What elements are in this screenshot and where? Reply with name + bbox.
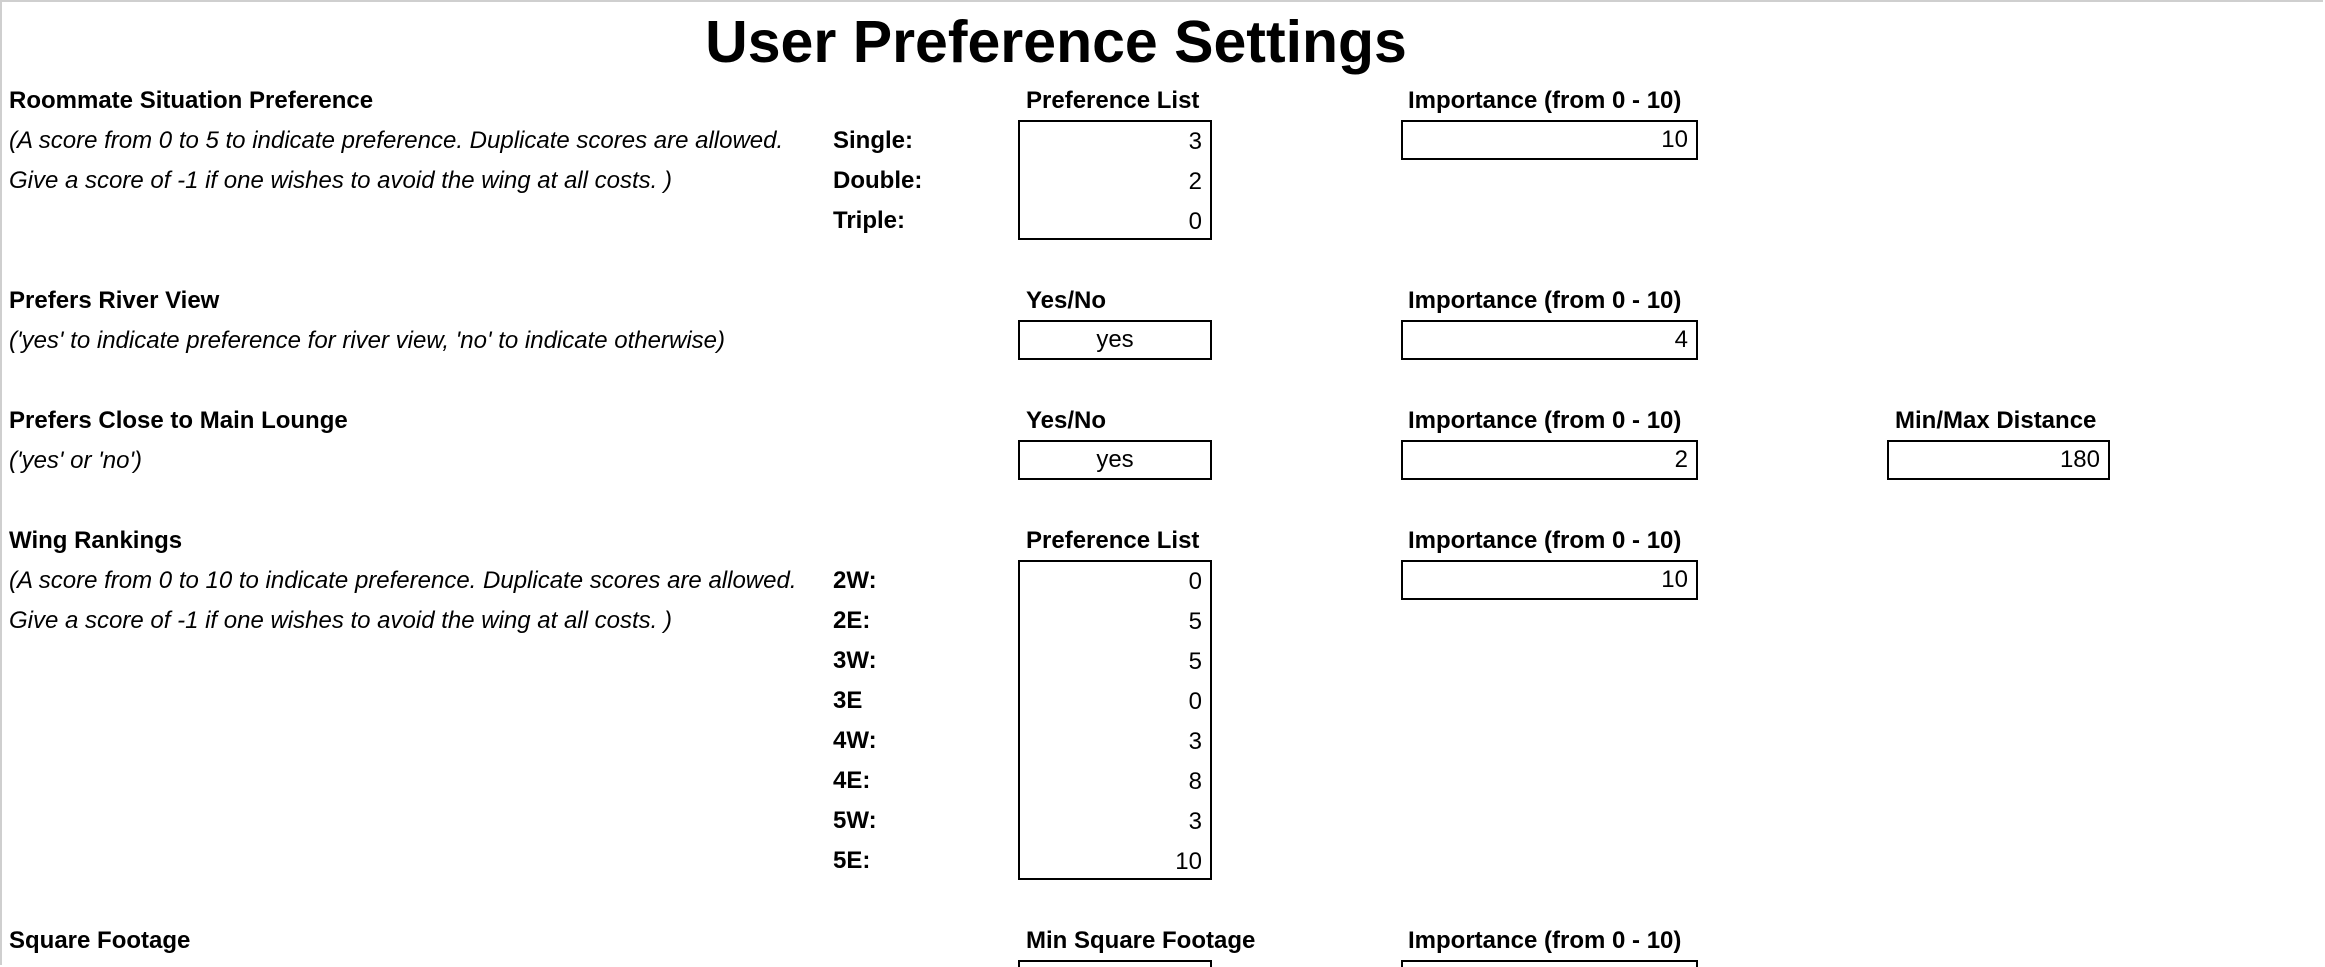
lounge-note: ('yes' or 'no') (9, 447, 143, 474)
lounge-importance-input[interactable]: 2 (1401, 440, 1698, 480)
river-view-note: ('yes' to indicate preference for river … (9, 327, 725, 354)
roommate-label-single: Single: (833, 127, 914, 154)
page-title: User Preference Settings (705, 9, 1407, 75)
roommate-note-line1: (A score from 0 to 5 to indicate prefere… (9, 127, 784, 154)
lounge-distance-input[interactable]: 180 (1887, 440, 2110, 480)
wing-2e-cell[interactable]: 5 (1188, 608, 1202, 635)
lounge-yesno-header: Yes/No (1026, 407, 1107, 434)
river-view-yesno-input[interactable]: yes (1018, 320, 1212, 360)
river-view-yesno-value: yes (1096, 326, 1134, 353)
lounge-yesno-input[interactable]: yes (1018, 440, 1212, 480)
lounge-importance-header: Importance (from 0 - 10) (1408, 407, 1682, 434)
wing-5w-cell[interactable]: 3 (1188, 808, 1202, 835)
roommate-importance-input[interactable]: 10 (1401, 120, 1698, 160)
wing-label-3e: 3E (833, 687, 863, 714)
roommate-label-triple: Triple: (833, 207, 906, 234)
wing-label-2e: 2E: (833, 607, 871, 634)
wing-importance-header: Importance (from 0 - 10) (1408, 527, 1682, 554)
wing-importance-value: 10 (1661, 566, 1688, 593)
wing-importance-input[interactable]: 10 (1401, 560, 1698, 600)
wing-list-header: Preference List (1026, 527, 1200, 554)
lounge-yesno-value: yes (1096, 446, 1134, 473)
square-footage-min-header: Min Square Footage (1026, 927, 1256, 954)
square-footage-section-title: Square Footage (9, 927, 191, 954)
wing-section-title: Wing Rankings (9, 527, 183, 554)
wing-label-4w: 4W: (833, 727, 877, 754)
roommate-triple-cell[interactable]: 0 (1188, 208, 1202, 235)
wing-note-line2: Give a score of -1 if one wishes to avoi… (9, 607, 672, 634)
wing-label-5e: 5E: (833, 847, 871, 874)
square-footage-importance-header: Importance (from 0 - 10) (1408, 927, 1682, 954)
roommate-note-line2: Give a score of -1 if one wishes to avoi… (9, 167, 672, 194)
river-view-importance-input[interactable]: 4 (1401, 320, 1698, 360)
wing-label-5w: 5W: (833, 807, 877, 834)
lounge-distance-header: Min/Max Distance (1895, 407, 2097, 434)
roommate-label-double: Double: (833, 167, 923, 194)
river-view-importance-value: 4 (1674, 326, 1688, 353)
square-footage-importance-input[interactable] (1401, 960, 1698, 967)
river-view-yesno-header: Yes/No (1026, 287, 1107, 314)
lounge-distance-value: 180 (2059, 446, 2100, 473)
roommate-double-cell[interactable]: 2 (1188, 168, 1202, 195)
wing-2w-cell[interactable]: 0 (1188, 568, 1202, 595)
wing-label-2w: 2W: (833, 567, 877, 594)
roommate-section-title: Roommate Situation Preference (9, 87, 374, 114)
roommate-preference-list: 3 2 0 (1018, 120, 1212, 240)
wing-3e-cell[interactable]: 0 (1188, 688, 1202, 715)
roommate-importance-value: 10 (1661, 126, 1688, 153)
wing-preference-list: 0 5 5 0 3 8 3 10 (1018, 560, 1212, 880)
river-view-section-title: Prefers River View (9, 287, 220, 314)
wing-label-4e: 4E: (833, 767, 871, 794)
wing-4w-cell[interactable]: 3 (1188, 728, 1202, 755)
wing-label-3w: 3W: (833, 647, 877, 674)
lounge-importance-value: 2 (1674, 446, 1688, 473)
wing-3w-cell[interactable]: 5 (1188, 648, 1202, 675)
roommate-single-cell[interactable]: 3 (1188, 128, 1202, 155)
river-view-importance-header: Importance (from 0 - 10) (1408, 287, 1682, 314)
wing-5e-cell[interactable]: 10 (1175, 848, 1202, 875)
roommate-importance-header: Importance (from 0 - 10) (1408, 87, 1682, 114)
lounge-section-title: Prefers Close to Main Lounge (9, 407, 348, 434)
wing-4e-cell[interactable]: 8 (1188, 768, 1202, 795)
wing-note-line1: (A score from 0 to 10 to indicate prefer… (9, 567, 797, 594)
roommate-list-header: Preference List (1026, 87, 1200, 114)
square-footage-min-input[interactable] (1018, 960, 1212, 967)
